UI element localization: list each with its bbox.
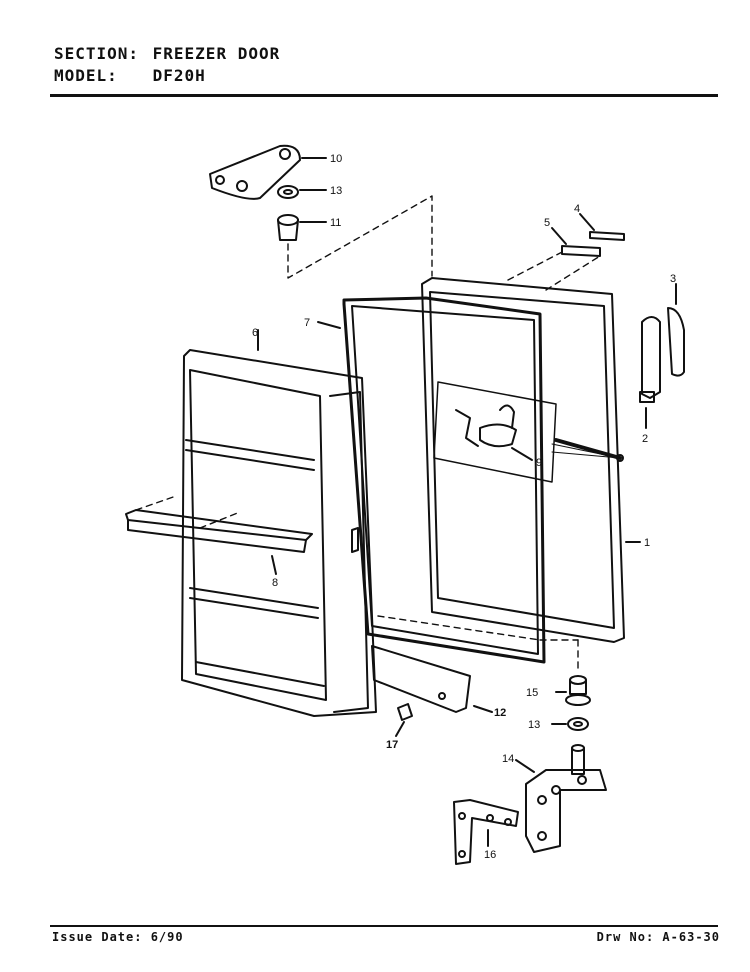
callout-2: 2 bbox=[642, 433, 648, 445]
part-11-bushing bbox=[277, 214, 327, 241]
callout-13-lower: 13 bbox=[528, 719, 540, 731]
callout-10: 10 bbox=[330, 153, 342, 165]
part-4-clip bbox=[579, 213, 625, 241]
callout-17: 17 bbox=[386, 739, 398, 751]
callout-labels: 10 13 11 4 5 3 7 6 2 9 1 8 15 12 13 17 1… bbox=[252, 153, 676, 861]
part-7-gasket bbox=[317, 296, 546, 664]
section-label: SECTION: bbox=[54, 44, 140, 63]
part-14-bottom-hinge bbox=[515, 744, 607, 853]
callout-14: 14 bbox=[502, 753, 514, 765]
callout-8: 8 bbox=[272, 577, 278, 589]
part-12-bottom-channel bbox=[371, 615, 579, 713]
callout-4: 4 bbox=[574, 203, 580, 215]
callout-12: 12 bbox=[494, 707, 506, 719]
section-value: FREEZER DOOR bbox=[152, 44, 281, 63]
part-15-pin bbox=[555, 675, 591, 706]
part-10-top-hinge bbox=[209, 144, 327, 200]
callout-3: 3 bbox=[670, 273, 676, 285]
part-2-handle bbox=[639, 316, 661, 429]
section-row: SECTION: FREEZER DOOR bbox=[54, 44, 280, 63]
callout-11: 11 bbox=[330, 217, 341, 229]
part-13-washer-upper bbox=[277, 185, 327, 199]
callout-9: 9 bbox=[536, 457, 542, 469]
header-divider bbox=[50, 94, 718, 97]
callout-6: 6 bbox=[252, 327, 258, 339]
assembly-line-top-hinge bbox=[287, 195, 433, 279]
footer-divider bbox=[50, 925, 718, 927]
callout-7: 7 bbox=[304, 317, 310, 329]
part-16-shim-plate bbox=[453, 799, 519, 865]
drawing-number: Drw No: A-63-30 bbox=[596, 930, 720, 944]
model-row: MODEL: DF20H bbox=[54, 66, 206, 85]
part-1-outer-door-panel bbox=[421, 277, 641, 643]
callout-13-upper: 13 bbox=[330, 185, 342, 197]
part-17-screw bbox=[395, 703, 413, 737]
callout-15: 15 bbox=[526, 687, 538, 699]
part-3-trim-strip bbox=[667, 283, 685, 377]
part-13-washer-lower bbox=[551, 717, 589, 731]
callout-16: 16 bbox=[484, 849, 496, 861]
part-5-clip bbox=[551, 227, 601, 257]
part-8-shelf-bar bbox=[125, 495, 313, 575]
assembly-line-parts-4-5 bbox=[507, 249, 601, 291]
model-label: MODEL: bbox=[54, 66, 118, 85]
issue-date: Issue Date: 6/90 bbox=[52, 930, 184, 944]
callout-5: 5 bbox=[544, 217, 550, 229]
callout-1: 1 bbox=[644, 537, 650, 549]
part-6-inner-liner bbox=[181, 329, 377, 717]
model-value: DF20H bbox=[152, 66, 206, 85]
part-9-latch-inset bbox=[433, 381, 624, 483]
